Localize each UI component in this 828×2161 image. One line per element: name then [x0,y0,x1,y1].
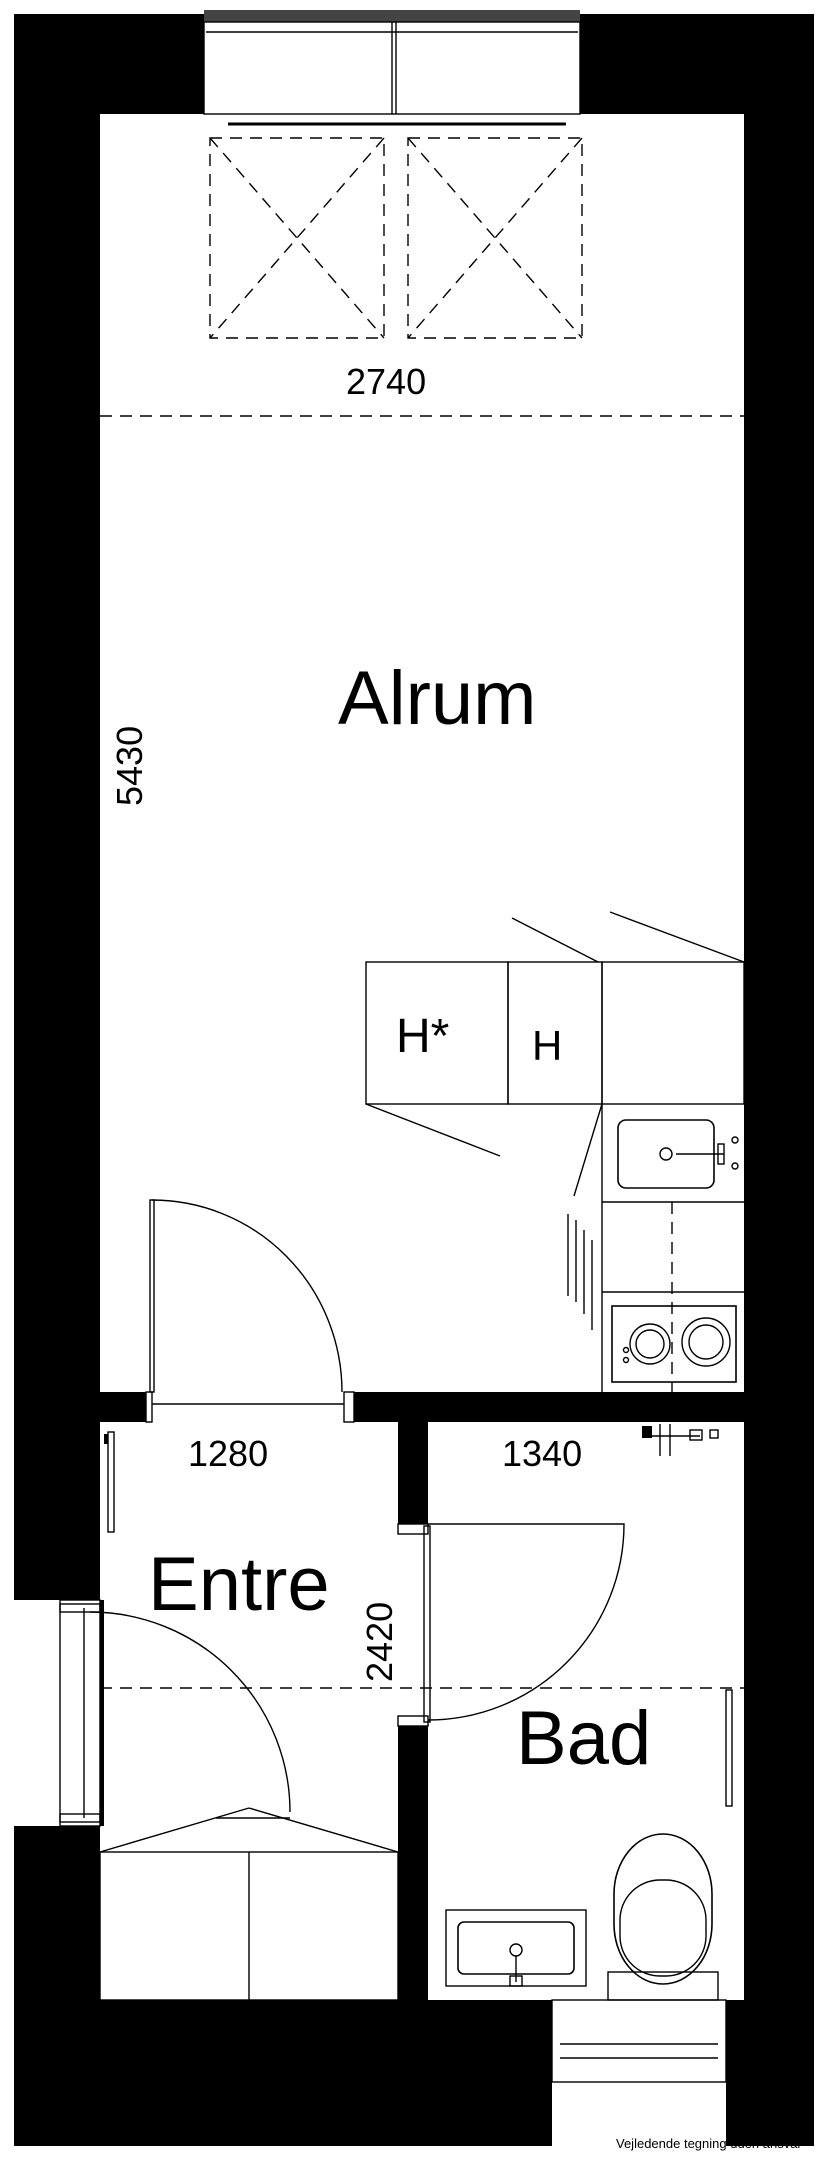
appliance-label-h: H [532,1022,562,1069]
disclaimer: Vejledende tegning uden ansvar [616,2136,802,2151]
room-label-entry: Entre [148,1542,330,1627]
dim-living-length: 5430 [109,726,150,806]
wall-right [744,14,814,2146]
wall-left-upper [14,14,100,1600]
toilet-bowl-outer [613,1833,713,1985]
wall-mid-left-stub [100,1392,146,1422]
toilet-cistern [607,1971,719,2001]
dim-living-width: 2740 [346,361,426,402]
room-label-bath: Bad [516,1696,651,1781]
room-label-living: Alrum [338,656,536,741]
bathroom-fixtures [445,1424,733,2001]
door-bath [397,1523,625,1727]
wall-mid-center [354,1392,744,1422]
cabinet-upper [601,961,745,1105]
wall-bottom-right [726,2000,814,2146]
appliance-label-h-star: H* [396,1010,449,1063]
toilet-seat [619,1879,707,1977]
entry-wardrobe [99,1431,399,2001]
side-window [59,1599,104,1827]
top-window [203,10,581,126]
bottom-window [551,1999,727,2083]
dim-bath-width: 1340 [502,1433,582,1474]
door-front [59,1603,291,1823]
wall-partition-upper [398,1422,428,1524]
overhead-units [209,137,583,339]
walls [14,14,814,2146]
cooktop [611,1305,737,1383]
dim-entry-width: 1280 [188,1433,268,1474]
kitchen-cabinets [365,911,745,1392]
wall-partition-lower [398,1726,428,2000]
dim-entry-length: 2420 [359,1602,400,1682]
wall-bottom-left [14,2000,552,2146]
door-living-entry [145,1199,355,1423]
